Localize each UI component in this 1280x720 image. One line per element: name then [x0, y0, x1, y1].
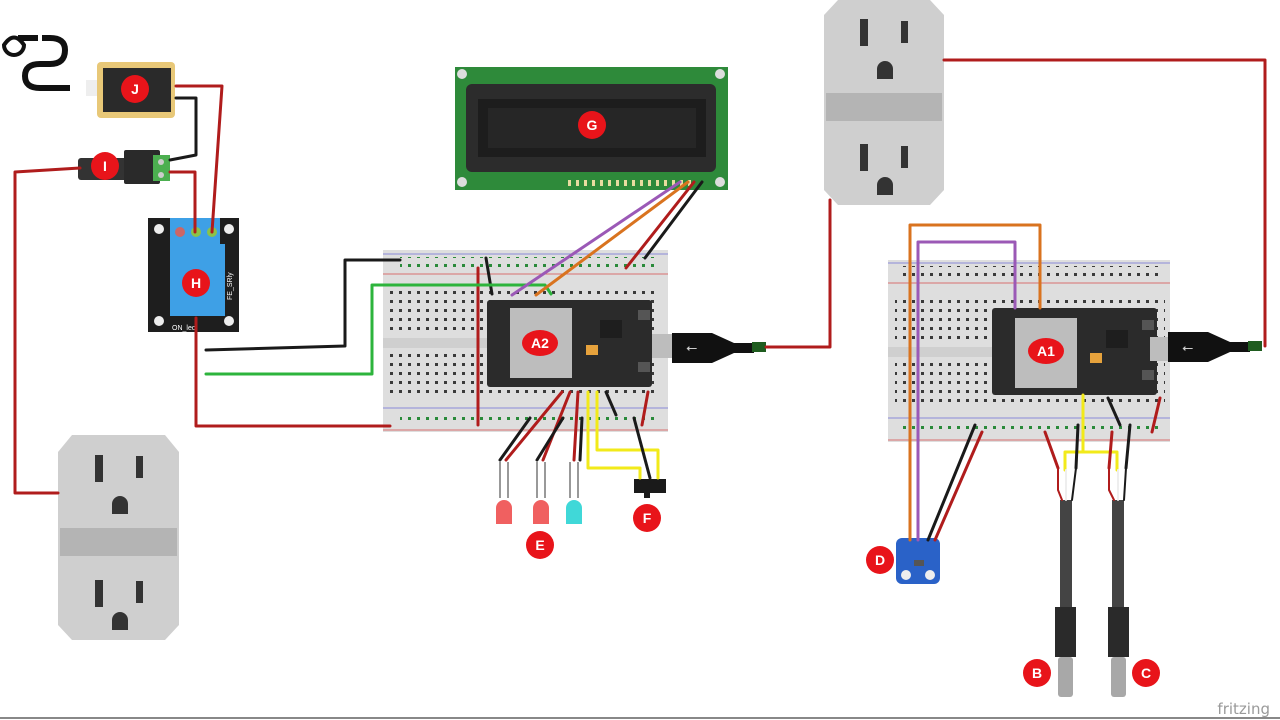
esp32-right	[992, 308, 1172, 395]
wires	[13, 58, 1267, 542]
outlet-left	[58, 435, 179, 640]
temp-probe-c	[1108, 500, 1129, 697]
outlet-top	[824, 0, 944, 205]
svg-text:F: F	[643, 510, 652, 526]
usb-icon: ⭠	[1182, 340, 1193, 356]
usb-icon: ⭠	[686, 340, 697, 356]
marker-c[interactable]: C	[1132, 659, 1160, 687]
marker-g[interactable]: G	[578, 111, 606, 139]
solenoid-valve	[1, 35, 175, 118]
svg-text:H: H	[191, 275, 201, 291]
fritzing-brand: fritzing	[1217, 700, 1270, 718]
marker-d[interactable]: D	[866, 546, 894, 574]
svg-text:J: J	[131, 81, 139, 97]
svg-text:G: G	[587, 117, 598, 133]
marker-i[interactable]: I	[91, 152, 119, 180]
svg-text:B: B	[1032, 665, 1042, 681]
leds	[496, 462, 582, 524]
svg-text:A1: A1	[1037, 343, 1055, 359]
svg-text:I: I	[103, 158, 107, 174]
marker-h[interactable]: H	[182, 269, 210, 297]
temp-probe-b	[1055, 500, 1076, 697]
relay-led-label: ON_led	[172, 325, 196, 332]
slide-switch	[634, 479, 666, 498]
marker-f[interactable]: F	[633, 504, 661, 532]
marker-j[interactable]: J	[121, 75, 149, 103]
marker-e[interactable]: E	[526, 531, 554, 559]
svg-text:C: C	[1141, 665, 1151, 681]
marker-a2[interactable]: A2	[522, 330, 558, 356]
water-drop-icon	[1, 35, 27, 57]
svg-text:A2: A2	[531, 335, 549, 351]
usb-cable-left: ⭠	[672, 333, 766, 363]
relay-silk-label: FE_SRly	[227, 272, 234, 300]
svg-text:E: E	[535, 537, 544, 553]
marker-b[interactable]: B	[1023, 659, 1051, 687]
hose-icon	[21, 35, 70, 91]
svg-text:D: D	[875, 552, 885, 568]
usb-cable-right: ⭠	[1168, 332, 1262, 362]
marker-a1[interactable]: A1	[1028, 338, 1064, 364]
esp32-left	[487, 300, 674, 387]
lcd-display	[455, 67, 728, 190]
sensor-breakout	[896, 538, 940, 584]
